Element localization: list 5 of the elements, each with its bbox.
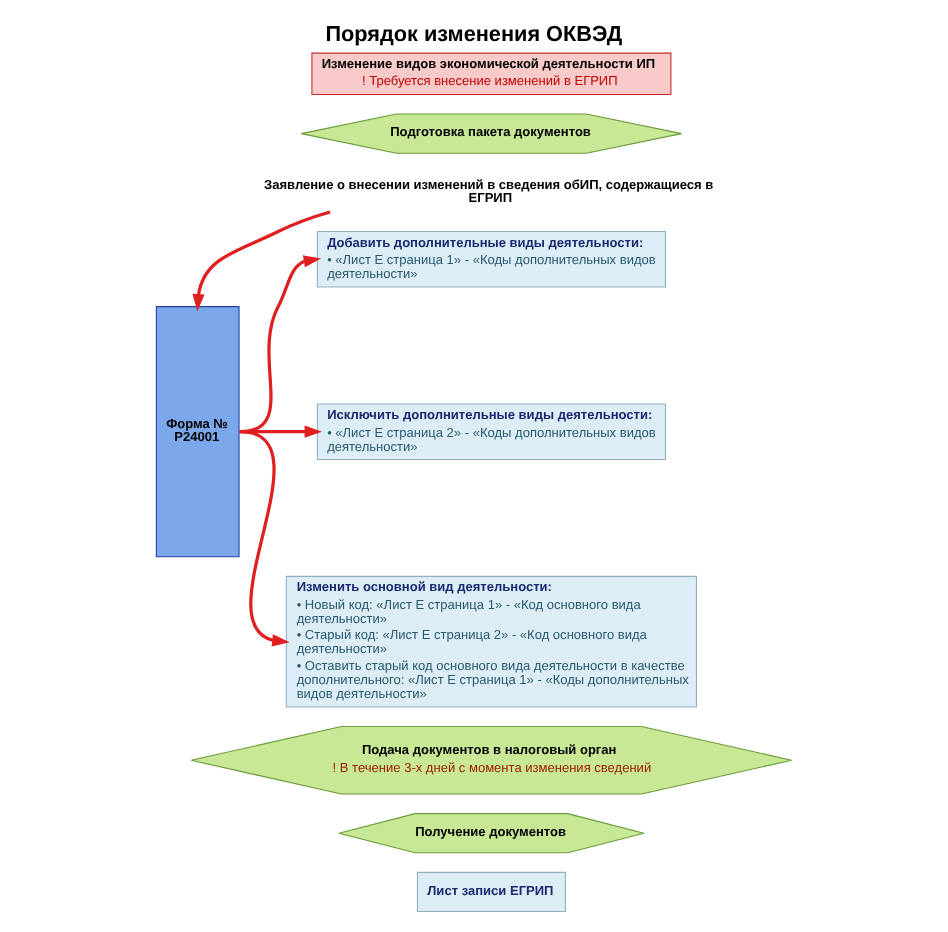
arrow [192, 210, 331, 312]
arrow [239, 425, 322, 438]
diagram-title: Порядок изменения ОКВЭД [325, 23, 623, 48]
arrow [239, 255, 322, 434]
arrow [239, 430, 290, 647]
